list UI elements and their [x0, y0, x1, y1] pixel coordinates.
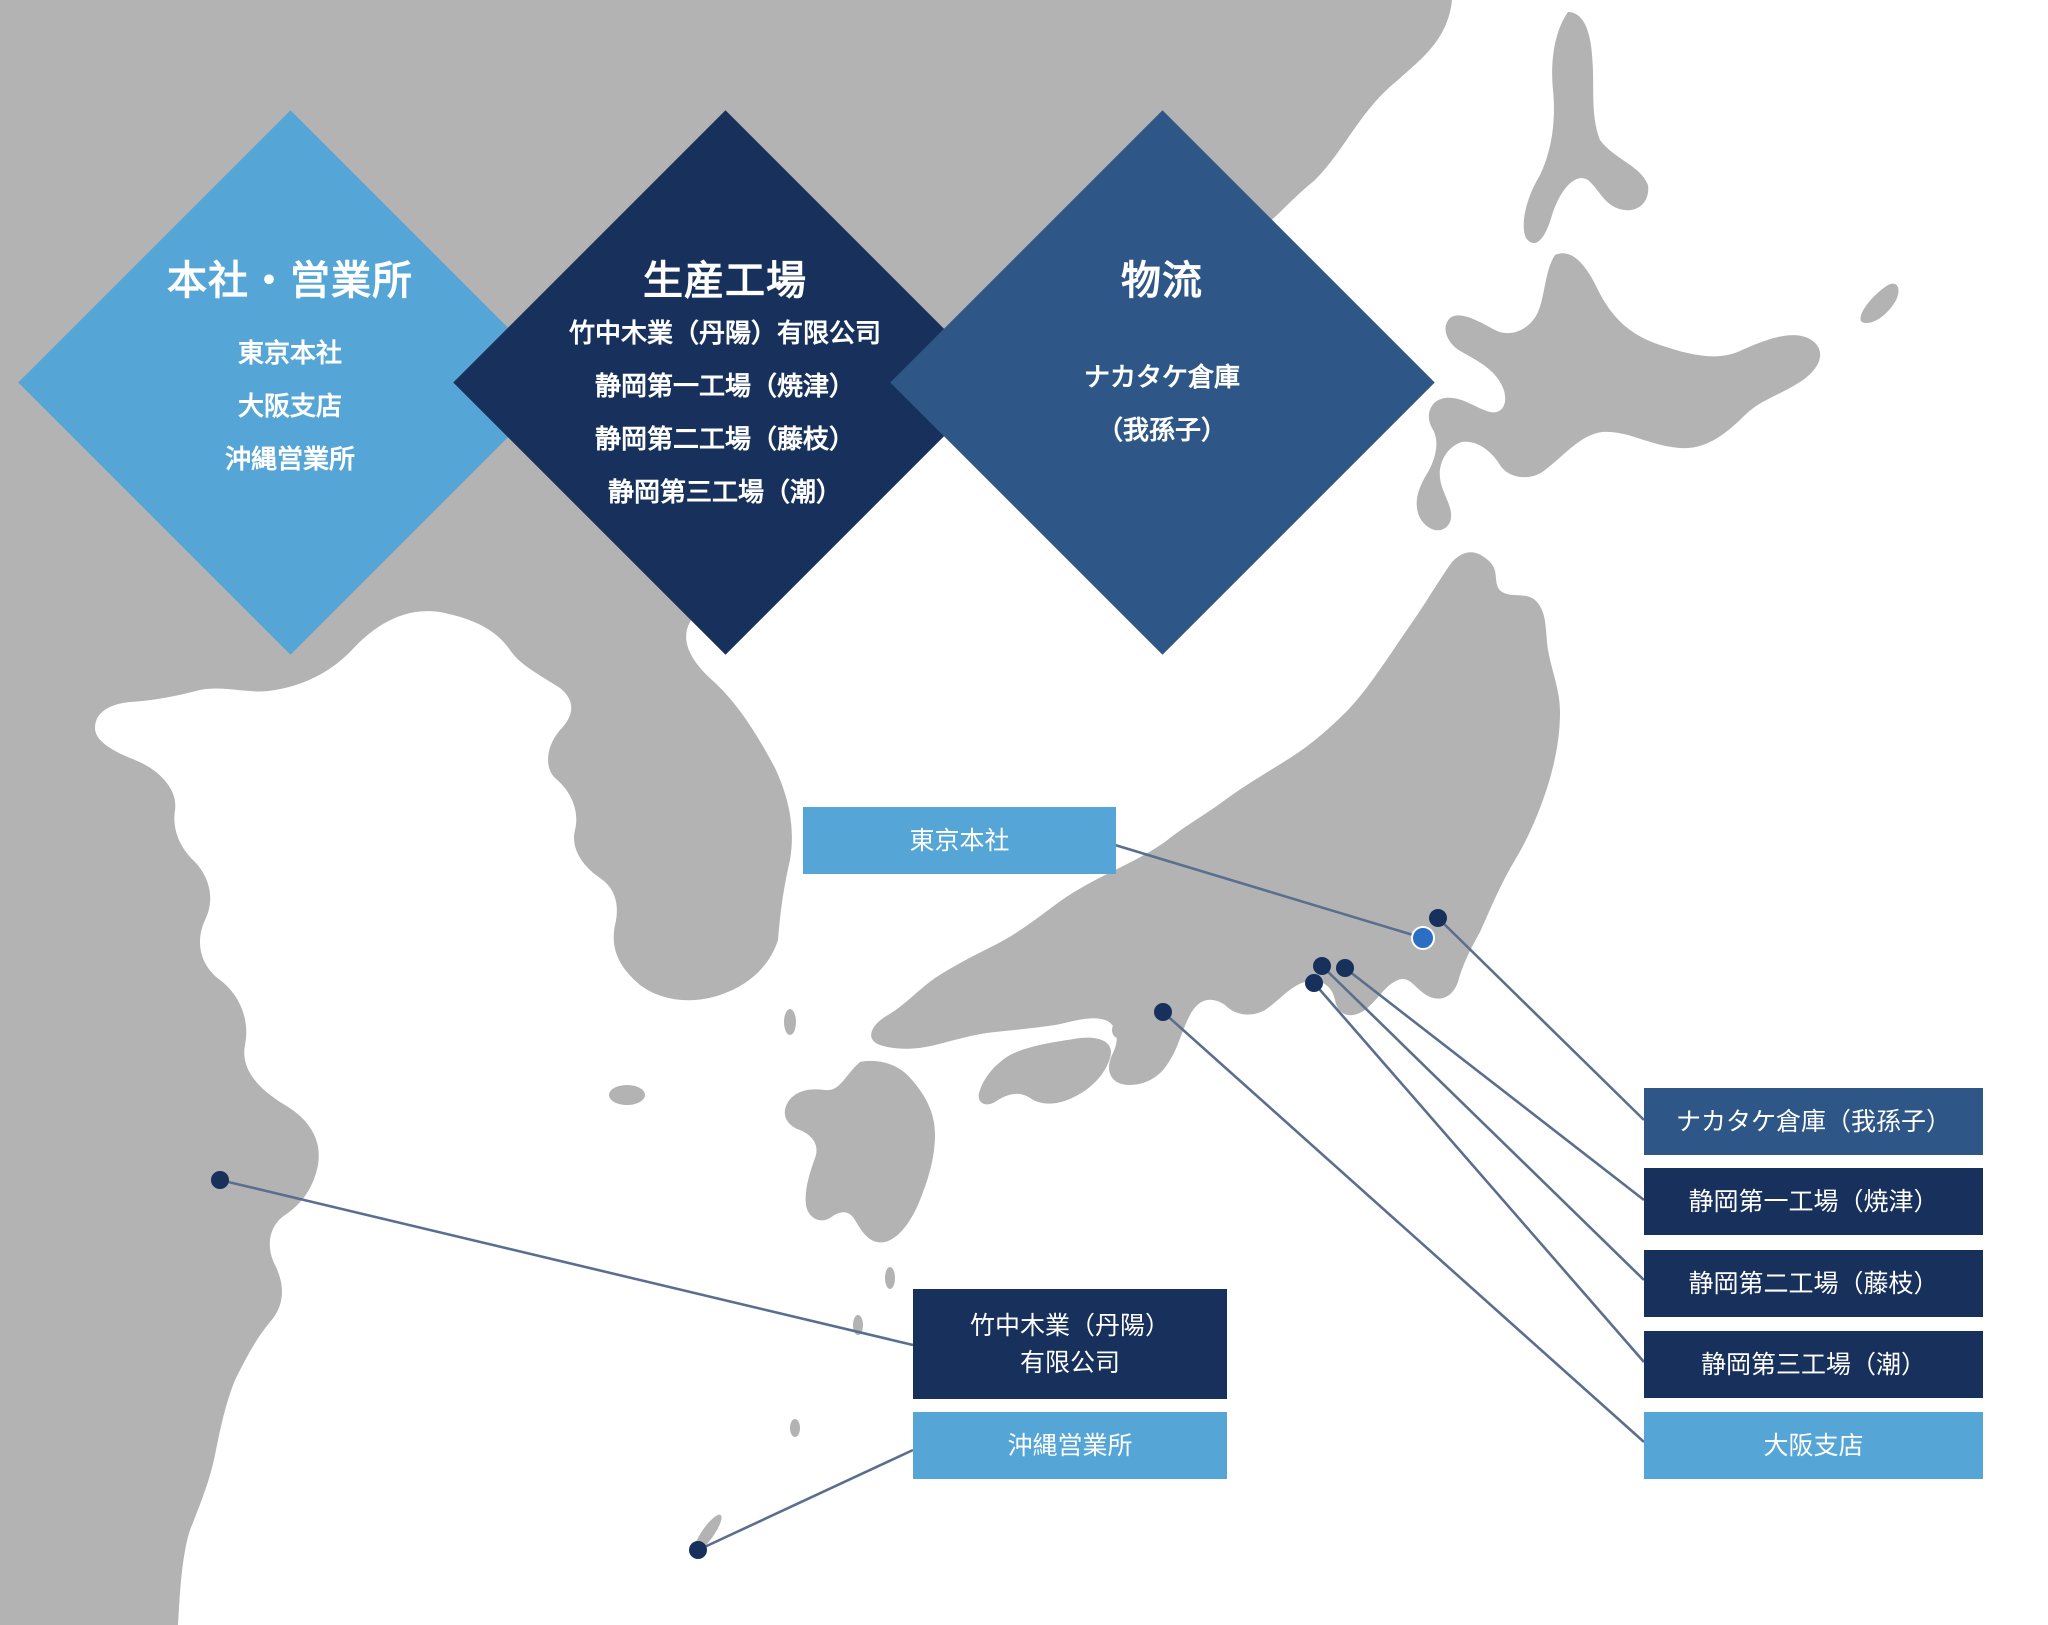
category-title: 物流 — [1121, 257, 1203, 304]
category-item: 静岡第三工場（潮） — [607, 478, 842, 508]
label-tokyo-hq[interactable]: 東京本社 — [803, 807, 1116, 874]
leader-line-osaka — [1162, 1011, 1645, 1443]
leader-line-shizuoka-3 — [1313, 982, 1645, 1363]
category-item: 静岡第一工場（焼津） — [594, 372, 855, 402]
label-shizuoka-factory-1[interactable]: 静岡第一工場（焼津） — [1644, 1168, 1983, 1235]
label-text: 静岡第一工場（焼津） — [1688, 1187, 1939, 1216]
label-text: ナカタケ倉庫（我孫子） — [1675, 1107, 1951, 1136]
ryukyu-island-3 — [790, 1419, 800, 1437]
label-text: 竹中木業（丹陽） — [969, 1311, 1170, 1340]
marker-warehouse[interactable] — [1429, 909, 1447, 927]
label-osaka-branch[interactable]: 大阪支店 — [1644, 1412, 1983, 1479]
label-nakatake-warehouse[interactable]: ナカタケ倉庫（我孫子） — [1644, 1088, 1983, 1155]
sakhalin-island — [1523, 12, 1649, 244]
label-shizuoka-factory-3[interactable]: 静岡第三工場（潮） — [1644, 1331, 1983, 1398]
shikoku-island — [978, 1037, 1111, 1105]
sado-island — [1331, 765, 1349, 795]
label-text: 静岡第二工場（藤枝） — [1688, 1269, 1939, 1298]
marker-danyang[interactable] — [211, 1171, 229, 1189]
label-shizuoka-factory-2[interactable]: 静岡第二工場（藤枝） — [1644, 1250, 1983, 1317]
leader-line-tokyo — [1114, 843, 1424, 940]
leader-line-danyang — [219, 1178, 914, 1347]
category-item: 沖縄営業所 — [224, 445, 355, 475]
leader-line-shizuoka-2 — [1321, 965, 1645, 1281]
marker-shizuoka-2[interactable] — [1313, 957, 1331, 975]
label-text: 沖縄営業所 — [1007, 1431, 1133, 1460]
kyushu-island — [784, 1060, 935, 1243]
category-offices: 本社・営業所 東京本社 大阪支店 沖縄営業所 — [30, 248, 550, 487]
tsushima-island — [784, 1009, 796, 1035]
category-factories: 生産工場 竹中木業（丹陽）有限公司 静岡第一工場（焼津） 静岡第二工場（藤枝） … — [465, 248, 985, 520]
marker-shizuoka-1[interactable] — [1336, 959, 1354, 977]
label-danyang-factory[interactable]: 竹中木業（丹陽） 有限公司 — [913, 1289, 1227, 1399]
category-item: 大阪支店 — [237, 392, 342, 422]
marker-okinawa[interactable] — [689, 1541, 707, 1559]
category-item: 東京本社 — [237, 339, 342, 369]
oki-island — [1112, 1022, 1124, 1038]
leader-lines — [219, 843, 1645, 1552]
marker-shizuoka-3[interactable] — [1305, 974, 1323, 992]
label-text: 東京本社 — [909, 826, 1010, 855]
ryukyu-island-1 — [885, 1267, 895, 1289]
leader-line-warehouse — [1437, 917, 1645, 1121]
leader-line-shizuoka-1 — [1344, 966, 1645, 1202]
location-markers — [211, 909, 1447, 1559]
marker-tokyo[interactable] — [1411, 926, 1435, 950]
leader-line-okinawa — [697, 1448, 914, 1552]
kuril-island — [1860, 283, 1899, 324]
category-item: 竹中木業（丹陽）有限公司 — [568, 319, 881, 349]
label-text: 大阪支店 — [1763, 1431, 1864, 1460]
hokkaido-island — [1416, 253, 1821, 531]
category-logistics: 物流 ナカタケ倉庫 （我孫子） — [902, 248, 1422, 458]
label-okinawa-office[interactable]: 沖縄営業所 — [913, 1412, 1227, 1479]
category-item: 静岡第二工場（藤枝） — [594, 425, 855, 455]
label-text: 有限公司 — [1019, 1348, 1120, 1377]
category-item: （我孫子） — [1096, 416, 1227, 446]
category-title: 生産工場 — [643, 257, 807, 304]
jeju-island — [609, 1085, 645, 1105]
label-text: 静岡第三工場（潮） — [1700, 1350, 1926, 1379]
category-item: ナカタケ倉庫 — [1083, 363, 1240, 393]
marker-osaka[interactable] — [1154, 1003, 1172, 1021]
honshu-island — [871, 552, 1560, 1085]
category-title: 本社・営業所 — [167, 257, 413, 304]
